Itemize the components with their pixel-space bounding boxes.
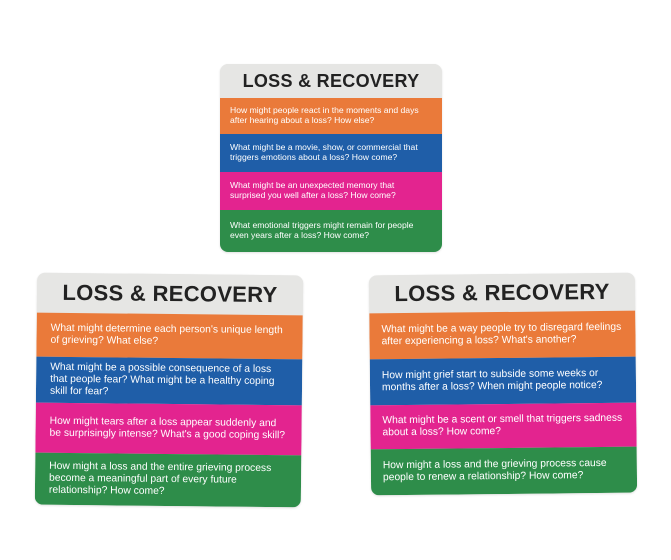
card-title: LOSS & RECOVERY [368, 272, 636, 314]
card-title: LOSS & RECOVERY [220, 64, 442, 98]
card-title: LOSS & RECOVERY [36, 272, 304, 316]
question-pink: What might be an unexpected memory that … [220, 172, 442, 210]
question-card-left: LOSS & RECOVERY What might determine eac… [34, 272, 304, 508]
question-orange: What might be a way people try to disreg… [369, 310, 636, 360]
question-pink: How might tears after a loss appear sudd… [35, 402, 302, 456]
question-orange: How might people react in the moments an… [220, 98, 442, 134]
question-card-right: LOSS & RECOVERY What might be a way peop… [368, 272, 638, 496]
question-blue: What might be a possible consequence of … [35, 356, 303, 406]
question-blue: What might be a movie, show, or commerci… [220, 134, 442, 172]
question-green: How might a loss and the entire grieving… [34, 452, 302, 508]
question-green: What emotional triggers might remain for… [220, 210, 442, 252]
question-green: How might a loss and the grieving proces… [370, 446, 638, 496]
question-orange: What might determine each person's uniqu… [36, 312, 303, 360]
question-blue: How might grief start to subside some we… [369, 356, 637, 406]
question-card-top: LOSS & RECOVERY How might people react i… [220, 64, 442, 252]
question-pink: What might be a scent or smell that trig… [370, 402, 637, 450]
